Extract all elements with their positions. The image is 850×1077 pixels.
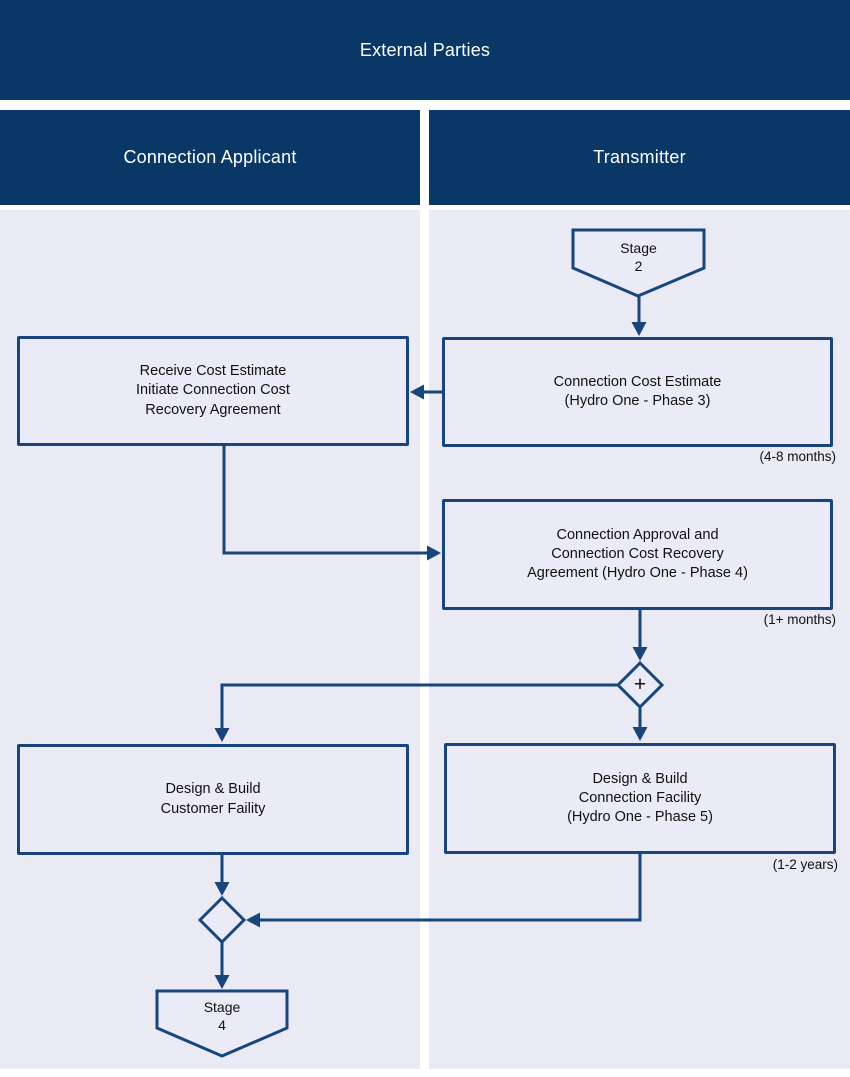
arrowhead-into-receive (410, 384, 424, 400)
stage-2-text: Stage 2 (620, 239, 657, 274)
stage-2-label: Stage 2 (573, 234, 704, 280)
flow-receive-phase4 (222, 446, 428, 555)
box-receive-cost-estimate-label: Receive Cost Estimate Initiate Connectio… (136, 363, 290, 418)
stage-4-text: Stage 4 (203, 998, 241, 1033)
box-design-build-connection-label: Design & Build Connection Facility (Hydr… (567, 770, 713, 826)
box-connection-approval-label: Connection Approval and Connection Cost … (527, 526, 748, 582)
lane-title-transmitter: Transmitter (593, 147, 686, 167)
box-design-build-connection-phase5: Design & Build Connection Facility (Hydr… (444, 743, 836, 854)
lane-title-connection-applicant: Connection Applicant (123, 147, 297, 167)
duration-phase4: (1+ months) (764, 612, 836, 627)
box-connection-cost-estimate-phase3: Connection Cost Estimate (Hydro One - Ph… (442, 337, 833, 447)
plus-glyph: + (633, 673, 647, 696)
stage-2-terminator-shape (571, 228, 706, 298)
gateway-merge-diamond (197, 895, 247, 945)
flow-gateway-customer (220, 683, 617, 730)
box-connection-cost-estimate-label: Connection Cost Estimate (Hydro One - Ph… (553, 373, 722, 409)
duration-phase5: (1-2 years) (773, 857, 838, 872)
duration-phase4-text: (1+ months) (763, 612, 836, 627)
stage-4-label: Stage 4 (157, 994, 287, 1038)
arrowhead-into-phase5 (632, 727, 648, 741)
external-parties-title: External Parties (359, 39, 491, 60)
duration-phase3-text: (4-8 months) (759, 449, 836, 464)
box-design-build-customer: Design & Build Customer Faility (17, 744, 409, 855)
arrowhead-into-merge-right (246, 912, 260, 928)
box-design-build-customer-label: Design & Build Customer Faility (160, 781, 266, 817)
arrowhead-into-phase3 (631, 322, 647, 336)
arrowhead-into-customer (214, 728, 230, 742)
arrowhead-into-phase4 (427, 545, 441, 561)
arrowhead-into-gateway-plus (632, 647, 648, 661)
lane-header-transmitter: Transmitter (429, 110, 850, 205)
flow-phase5-merge (258, 853, 642, 922)
external-parties-banner: External Parties (0, 0, 850, 100)
duration-phase3: (4-8 months) (759, 449, 836, 464)
box-connection-approval-phase4: Connection Approval and Connection Cost … (442, 499, 833, 610)
stage-4-terminator-shape (155, 989, 289, 1058)
box-receive-cost-estimate: Receive Cost Estimate Initiate Connectio… (17, 336, 409, 446)
duration-phase5-text: (1-2 years) (772, 857, 838, 872)
lane-header-connection-applicant: Connection Applicant (0, 110, 420, 205)
gateway-plus-diamond (615, 660, 665, 710)
arrowhead-into-merge-top (214, 882, 230, 896)
plus-icon: + (629, 673, 651, 697)
arrowhead-into-stage4 (214, 975, 230, 989)
